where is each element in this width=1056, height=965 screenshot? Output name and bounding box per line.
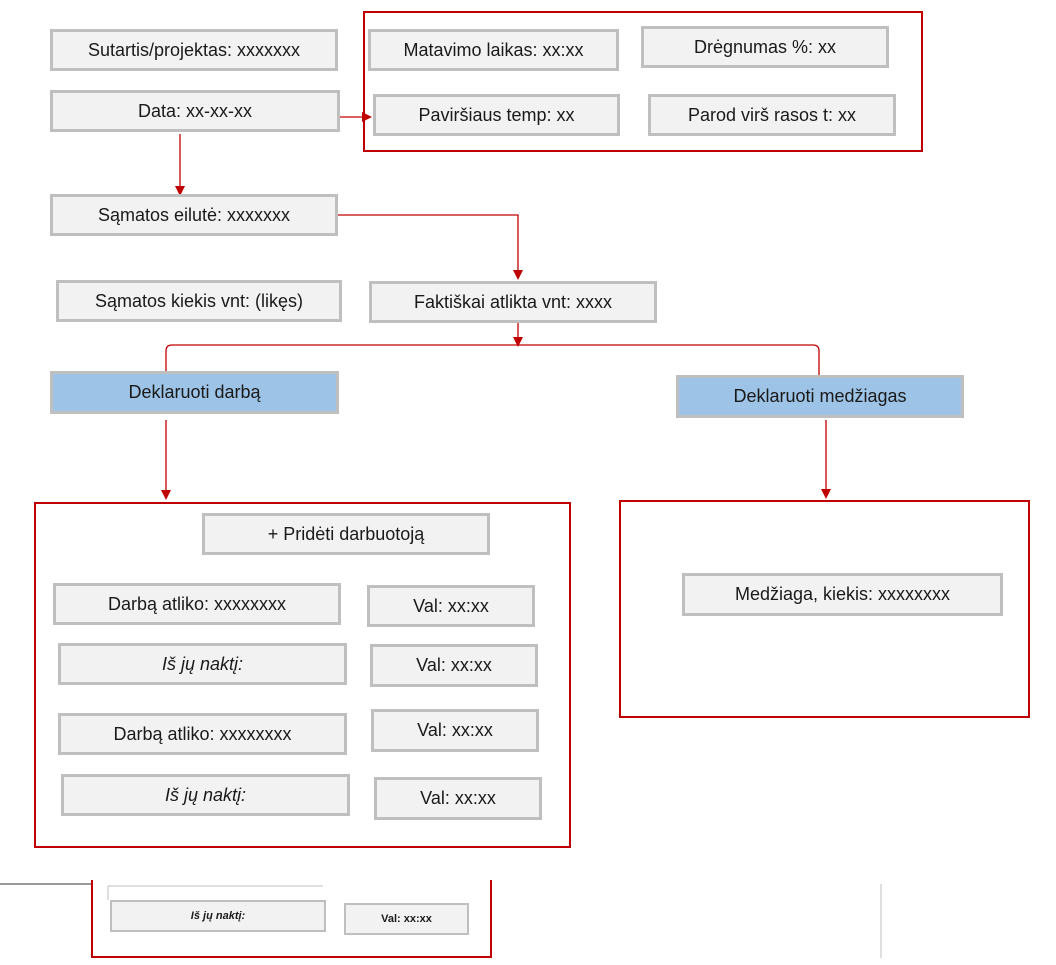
- surface-temp-field[interactable]: Paviršiaus temp: xx: [373, 94, 620, 136]
- estimate-line-field[interactable]: Sąmatos eilutė: xxxxxxx: [50, 194, 338, 236]
- night-hours-field-2[interactable]: Val: xx:xx: [374, 777, 542, 820]
- snippet-night-field: Iš jų naktį:: [110, 900, 326, 932]
- contract-field[interactable]: Sutartis/projektas: xxxxxxx: [50, 29, 338, 71]
- dew-point-field[interactable]: Parod virš rasos t: xx: [648, 94, 896, 136]
- snippet-hours-field: Val: xx:xx: [344, 903, 469, 935]
- night-field-1[interactable]: Iš jų naktį:: [58, 643, 347, 685]
- split-bracket: [165, 344, 820, 376]
- measurement-group-frame: [363, 11, 923, 152]
- estimate-quantity-field[interactable]: Sąmatos kiekis vnt: (likęs): [56, 280, 342, 322]
- declare-materials-button[interactable]: Deklaruoti medžiagas: [676, 375, 964, 418]
- night-hours-field-1[interactable]: Val: xx:xx: [370, 644, 538, 687]
- actual-done-field[interactable]: Faktiškai atlikta vnt: xxxx: [369, 281, 657, 323]
- date-field[interactable]: Data: xx-xx-xx: [50, 90, 340, 132]
- hours-field-1[interactable]: Val: xx:xx: [367, 585, 535, 627]
- arrow-estimate-to-actual: [338, 214, 523, 280]
- snippet-frame: [91, 880, 492, 958]
- work-declaration-frame: [34, 502, 571, 848]
- humidity-field[interactable]: Drėgnumas %: xx: [641, 26, 889, 68]
- declare-work-button[interactable]: Deklaruoti darbą: [50, 371, 339, 414]
- measure-time-field[interactable]: Matavimo laikas: xx:xx: [368, 29, 619, 71]
- work-done-by-field-1[interactable]: Darbą atliko: xxxxxxxx: [53, 583, 341, 625]
- hours-field-2[interactable]: Val: xx:xx: [371, 709, 539, 752]
- material-quantity-field[interactable]: Medžiaga, kiekis: xxxxxxxx: [682, 573, 1003, 616]
- work-done-by-field-2[interactable]: Darbą atliko: xxxxxxxx: [58, 713, 347, 755]
- night-field-2[interactable]: Iš jų naktį:: [61, 774, 350, 816]
- add-worker-button[interactable]: + Pridėti darbuotoją: [202, 513, 490, 555]
- materials-declaration-frame: [619, 500, 1030, 718]
